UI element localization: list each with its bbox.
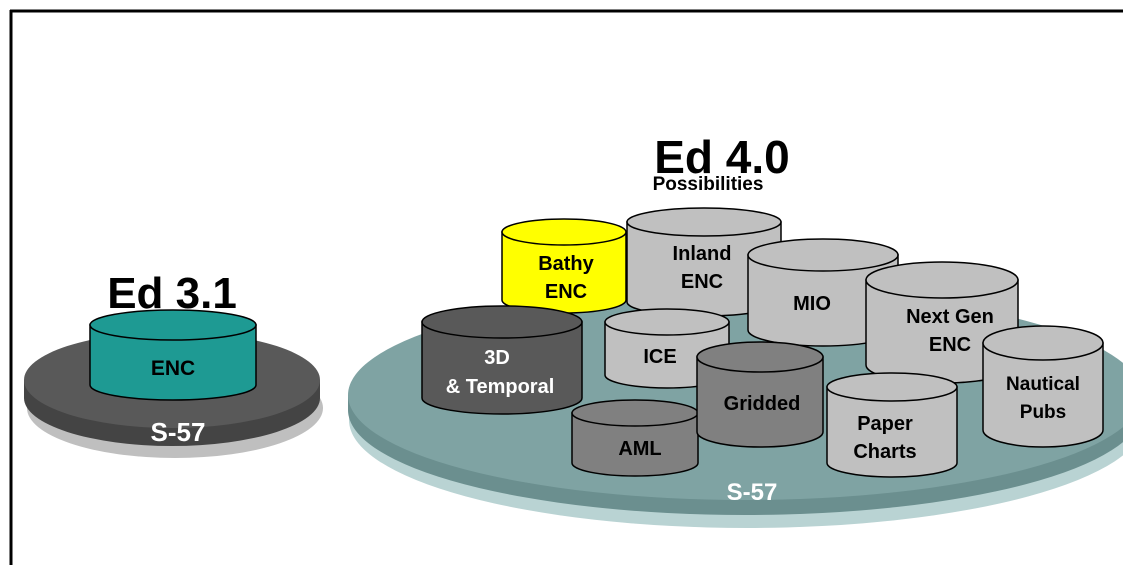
temporal-line2: & Temporal (446, 376, 555, 398)
cylinder-inland-enc: Inland ENC (626, 207, 782, 317)
aml-label: AML (618, 438, 661, 460)
nextgen-line1: Next Gen (906, 306, 994, 328)
right-base-label: S-57 (727, 479, 778, 506)
cylinder-paper-charts: Paper Charts (826, 372, 958, 478)
cylinder-3d-temporal: 3D & Temporal (421, 305, 583, 415)
cylinder-enc: ENC (89, 309, 257, 401)
bathy-line2: ENC (545, 281, 587, 303)
enc-label: ENC (151, 357, 195, 380)
cylinder-nautical-pubs: Nautical Pubs (982, 325, 1104, 448)
left-title: Ed 3.1 (107, 269, 237, 318)
left-base-label: S-57 (151, 417, 206, 447)
cylinder-next-gen-enc: Next Gen ENC (865, 261, 1019, 384)
gridded-label: Gridded (724, 393, 801, 415)
nautical-line2: Pubs (1020, 402, 1066, 423)
bathy-line1: Bathy (538, 253, 594, 275)
right-subtitle: Possibilities (653, 174, 764, 195)
right-group: S-57 Ed 4.0 Possibilities Bathy ENC Inla… (348, 131, 1123, 528)
inland-line1: Inland (673, 243, 732, 265)
cylinder-mio: MIO (747, 238, 899, 347)
paper-line1: Paper (857, 413, 913, 435)
left-group: S-57 ENC Ed 3.1 (24, 269, 323, 458)
paper-line2: Charts (853, 441, 916, 463)
mio-label: MIO (793, 293, 831, 315)
cylinder-bathy-enc: Bathy ENC (501, 218, 627, 314)
cylinder-gridded: Gridded (696, 341, 824, 448)
inland-line2: ENC (681, 271, 723, 293)
temporal-line1: 3D (484, 347, 510, 369)
nautical-line1: Nautical (1006, 374, 1080, 395)
right-title: Ed 4.0 (654, 131, 790, 183)
cylinder-ice: ICE (604, 308, 730, 389)
frame (9, 9, 1123, 565)
nextgen-line2: ENC (929, 334, 971, 356)
ice-label: ICE (643, 346, 676, 368)
cylinder-aml: AML (571, 399, 699, 477)
